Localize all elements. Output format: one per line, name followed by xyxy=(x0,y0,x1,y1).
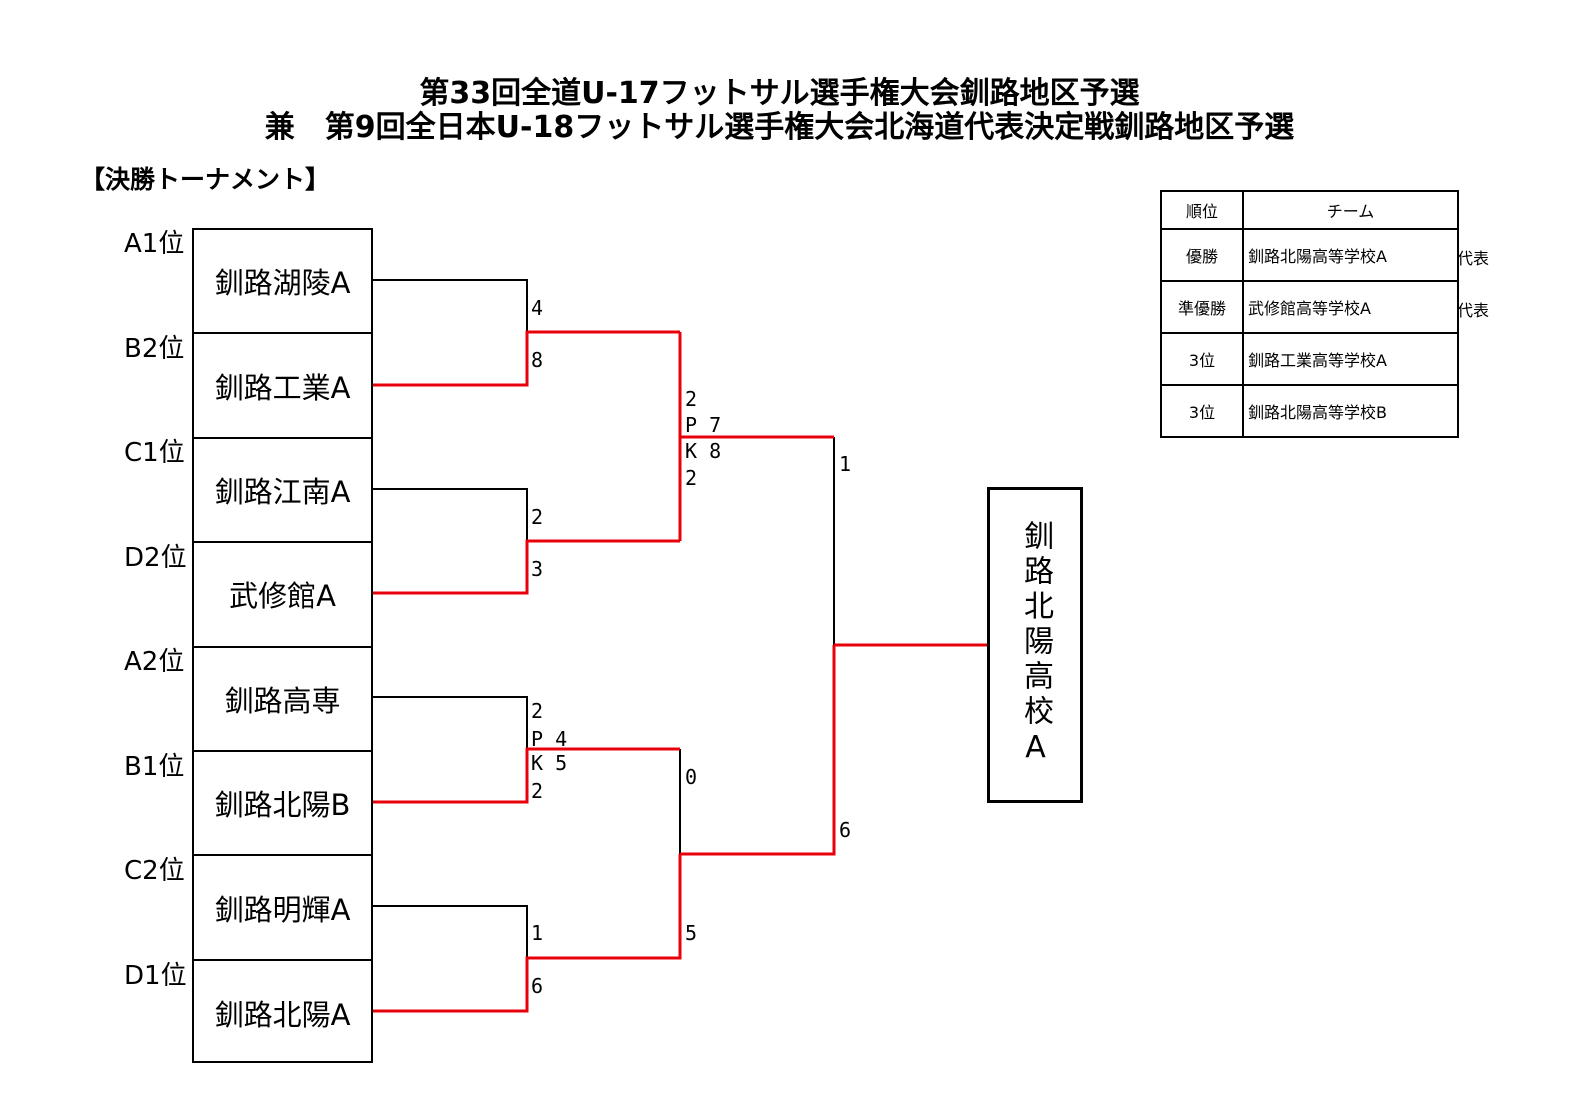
bracket-line xyxy=(373,279,528,332)
winner-line xyxy=(373,747,680,804)
score-label: 6 xyxy=(531,974,544,998)
score-label: 2 xyxy=(531,505,544,529)
team-cell: 釧路工業A xyxy=(194,334,371,439)
table-row: 3位 釧路北陽高等学校B xyxy=(1160,384,1459,438)
score-label: 4 xyxy=(531,296,544,320)
score-label: 5 xyxy=(685,921,698,945)
title-line-1: 第33回全道U-17フットサル選手権大会釧路地区予選 xyxy=(419,76,1140,111)
team-cell: 釧路北陽B xyxy=(194,752,371,857)
seed-label: A2位 xyxy=(124,647,185,677)
bracket-line xyxy=(373,488,528,541)
team-cell: 武修館A xyxy=(194,543,371,648)
seed-label: D1位 xyxy=(124,961,187,991)
score-label: 1 xyxy=(531,921,544,945)
winner-line xyxy=(680,645,836,856)
results-table: 順位 チーム 優勝 釧路北陽高等学校A 準優勝 武修館高等学校A 3位 釧路工業… xyxy=(1160,190,1459,438)
rank-cell: 3位 xyxy=(1160,384,1244,438)
team-cell: 釧路湖陵A xyxy=(194,230,371,335)
rank-cell: 準優勝 xyxy=(1160,280,1244,334)
score-label: 2 xyxy=(531,779,544,803)
seed-label: B2位 xyxy=(124,334,185,364)
bracket-line xyxy=(373,696,528,749)
table-row: 3位 釧路工業高等学校A xyxy=(1160,332,1459,386)
team-cell: 釧路江南A xyxy=(194,439,371,544)
table-header-row: 順位 チーム xyxy=(1160,190,1459,230)
representative-note: 代表 xyxy=(1457,249,1490,268)
team-list: 釧路湖陵A 釧路工業A 釧路江南A 武修館A 釧路高専 釧路北陽B 釧路明輝A … xyxy=(192,228,373,1063)
table-row: 優勝 釧路北陽高等学校A xyxy=(1160,228,1459,282)
champion-name: 釧路北陽高校A xyxy=(1018,520,1053,770)
score-label: 2 xyxy=(685,466,698,490)
header-rank: 順位 xyxy=(1160,190,1244,230)
score-label: 0 xyxy=(685,765,698,789)
score-label: 3 xyxy=(531,557,544,581)
seed-label: C2位 xyxy=(124,856,185,886)
team-cell: 釧路北陽高等学校B xyxy=(1242,384,1459,438)
score-label: 2 xyxy=(531,699,544,723)
winner-line xyxy=(373,539,680,595)
rank-cell: 優勝 xyxy=(1160,228,1244,282)
seed-label: A1位 xyxy=(124,229,185,259)
seed-label: B1位 xyxy=(124,752,185,782)
rank-cell: 3位 xyxy=(1160,332,1244,386)
winner-line xyxy=(373,330,680,387)
section-label: 【決勝トーナメント】 xyxy=(80,165,331,194)
bracket-line xyxy=(373,905,528,958)
team-cell: 釧路北陽A xyxy=(214,997,351,1032)
representative-note: 代表 xyxy=(1457,301,1490,320)
team-cell: 武修館高等学校A xyxy=(1242,280,1459,334)
winner-line xyxy=(373,854,682,1013)
table-row: 準優勝 武修館高等学校A xyxy=(1160,280,1459,334)
header-team: チーム xyxy=(1242,190,1459,230)
seed-label: C1位 xyxy=(124,438,185,468)
score-label: P 4 xyxy=(531,727,568,751)
score-label: K 8 xyxy=(685,439,722,463)
team-cell: 釧路明輝A xyxy=(194,856,371,961)
team-cell: 釧路北陽高等学校A xyxy=(1242,228,1459,282)
team-cell: 釧路工業高等学校A xyxy=(1242,332,1459,386)
score-label: 8 xyxy=(531,348,544,372)
champion-box: 釧路北陽高校A xyxy=(987,487,1083,803)
team-cell: 釧路高専 xyxy=(194,648,371,752)
score-label: P 7 xyxy=(685,413,722,437)
score-label: 6 xyxy=(839,818,852,842)
score-label: K 5 xyxy=(531,751,568,775)
title-line-2: 兼 第9回全日本U-18フットサル選手権大会北海道代表決定戦釧路地区予選 xyxy=(264,110,1295,145)
score-label: 1 xyxy=(839,452,852,476)
score-label: 2 xyxy=(685,387,698,411)
seed-label: D2位 xyxy=(124,543,187,573)
